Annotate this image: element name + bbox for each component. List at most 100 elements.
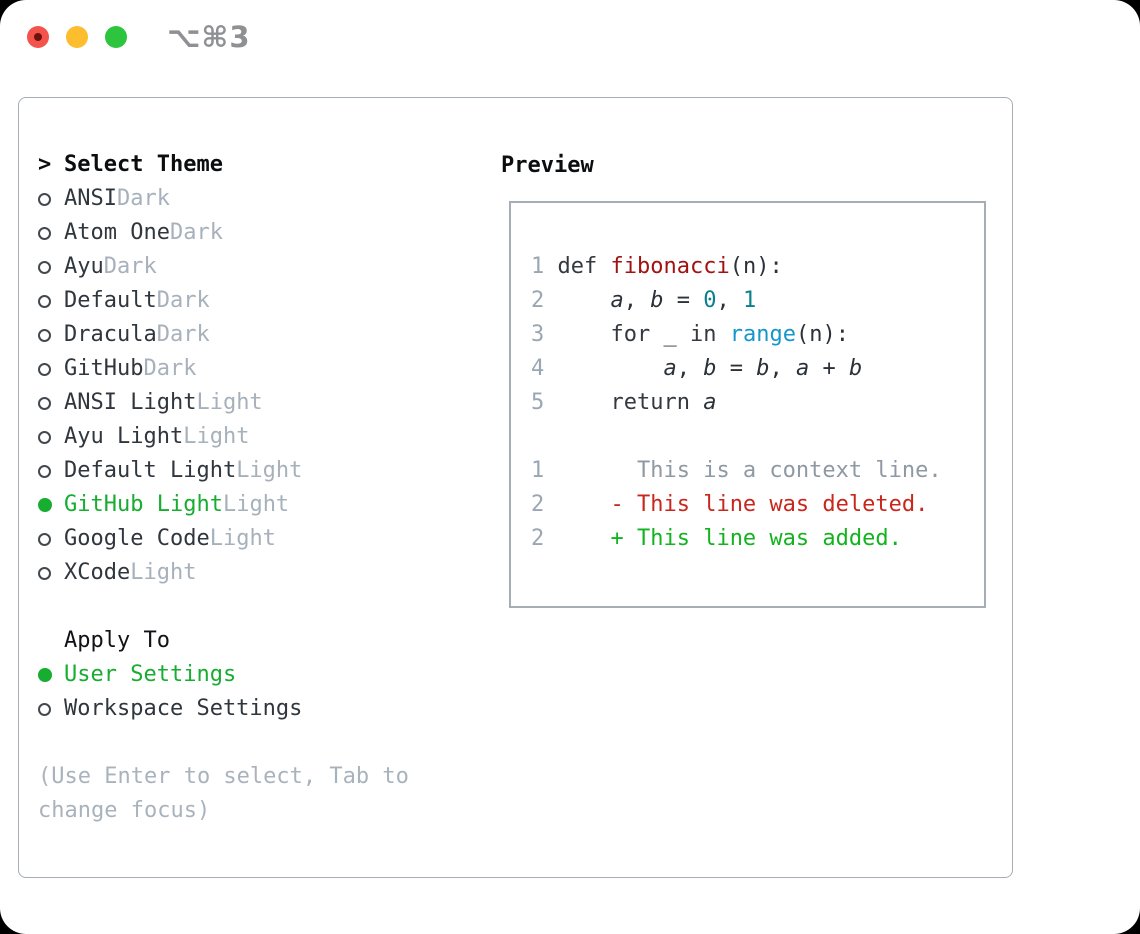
code-token: 0 [703, 288, 717, 313]
code-token: = [716, 356, 757, 381]
theme-option[interactable]: Default Light Light [38, 454, 409, 488]
code-line: 4 a, b = b, a + b [531, 352, 942, 386]
radio-icon [38, 294, 51, 308]
apply-to-option[interactable]: Workspace Settings [38, 692, 409, 726]
code-token: def [557, 254, 611, 279]
close-button[interactable] [27, 26, 49, 48]
theme-option[interactable]: GitHub Light Light [38, 488, 409, 522]
code-token: 1 [742, 288, 757, 313]
theme-name: Ayu Light [64, 424, 184, 449]
theme-variant-tag: Dark [169, 220, 223, 245]
theme-name: Default [64, 288, 157, 313]
select-theme-header: > Select Theme [38, 148, 409, 182]
theme-option[interactable]: GitHub Dark [38, 352, 409, 386]
apply-to-title: Apply To [64, 628, 170, 653]
theme-option[interactable]: Ayu Light Light [38, 420, 409, 454]
preview-title: Preview [501, 153, 594, 178]
code-token: a [703, 390, 717, 415]
code-token: , [623, 288, 651, 313]
radio-icon [38, 362, 51, 376]
theme-option[interactable]: Atom One Dark [38, 216, 409, 250]
maximize-button[interactable] [105, 26, 127, 48]
apply-to-option[interactable]: User Settings [38, 658, 409, 692]
code-token [558, 390, 611, 415]
theme-option[interactable]: ANSI Dark [38, 182, 409, 216]
theme-name: GitHub [64, 356, 144, 381]
theme-variant-tag: Light [236, 458, 303, 483]
selection-cursor: > [38, 152, 52, 177]
line-number: 2 [531, 526, 545, 551]
code-token: for [610, 322, 651, 347]
code-token [558, 356, 664, 381]
diff-text: + This line was added. [610, 526, 902, 551]
code-token: fibonacci [610, 254, 730, 279]
theme-option[interactable]: Google Code Light [38, 522, 409, 556]
radio-icon [38, 396, 51, 410]
theme-variant-tag: Dark [156, 322, 210, 347]
theme-variant-tag: Dark [156, 288, 210, 313]
radio-icon [38, 260, 51, 274]
minimize-button[interactable] [66, 26, 88, 48]
theme-variant-tag: Light [183, 424, 250, 449]
code-token: b [756, 356, 770, 381]
titlebar: ⌥⌘3 [0, 0, 1140, 74]
code-token: + [809, 356, 849, 381]
theme-option[interactable]: Ayu Dark [38, 250, 409, 284]
spacer [38, 590, 409, 624]
line-number: 4 [531, 356, 545, 381]
radio-icon [38, 226, 51, 240]
code-token: = [663, 288, 704, 313]
code-token: return [610, 390, 690, 415]
code-token: (n): [729, 254, 783, 279]
theme-variant-tag: Light [222, 492, 290, 517]
code-token [716, 322, 729, 347]
theme-name: XCode [64, 560, 131, 585]
radio-icon [38, 328, 51, 342]
code-token: b [848, 356, 863, 381]
code-line: 1 def fibonacci(n): [531, 250, 942, 284]
code-token: a [610, 288, 624, 313]
code-token: _ [650, 322, 690, 347]
line-number: 2 [531, 288, 545, 313]
theme-variant-tag: Light [196, 390, 263, 415]
line-number: 1 [531, 254, 545, 279]
theme-option[interactable]: XCode Light [38, 556, 409, 590]
diff-text: This is a context line. [610, 458, 942, 483]
theme-name: Ayu [64, 254, 104, 279]
radio-selected-icon [38, 498, 52, 512]
code-token [690, 390, 703, 415]
code-token: b [650, 288, 664, 313]
code-token: , [769, 356, 796, 381]
theme-variant-tag: Dark [143, 356, 197, 381]
theme-variant-tag: Dark [103, 254, 157, 279]
code-line: 2 a, b = 0, 1 [531, 284, 942, 318]
code-token [558, 322, 611, 347]
theme-variant-tag: Light [209, 526, 276, 551]
diff-line-context: 1 This is a context line. [531, 454, 942, 488]
theme-option[interactable]: Dracula Dark [38, 318, 409, 352]
theme-variant-tag: Dark [116, 186, 170, 211]
theme-option[interactable]: Default Dark [38, 284, 409, 318]
keyboard-hint-line-2: change focus) [38, 798, 211, 823]
theme-name: ANSI Light [64, 390, 197, 415]
diff-line-deleted: 2 - This line was deleted. [531, 488, 942, 522]
theme-name: GitHub Light [64, 492, 223, 517]
code-token: (n): [795, 322, 849, 347]
code-token: a [663, 356, 677, 381]
diff-line-added: 2 + This line was added. [531, 522, 942, 556]
code-token: b [703, 356, 717, 381]
line-number: 2 [531, 492, 545, 517]
spacer [38, 726, 409, 760]
apply-to-header: Apply To [38, 624, 409, 658]
code-line: 3 for _ in range(n): [531, 318, 942, 352]
apply-to-name: User Settings [64, 662, 237, 687]
line-number: 5 [531, 390, 545, 415]
window-shortcut-label: ⌥⌘3 [167, 20, 251, 54]
theme-name: Default Light [64, 458, 237, 483]
theme-option[interactable]: ANSI Light Light [38, 386, 409, 420]
